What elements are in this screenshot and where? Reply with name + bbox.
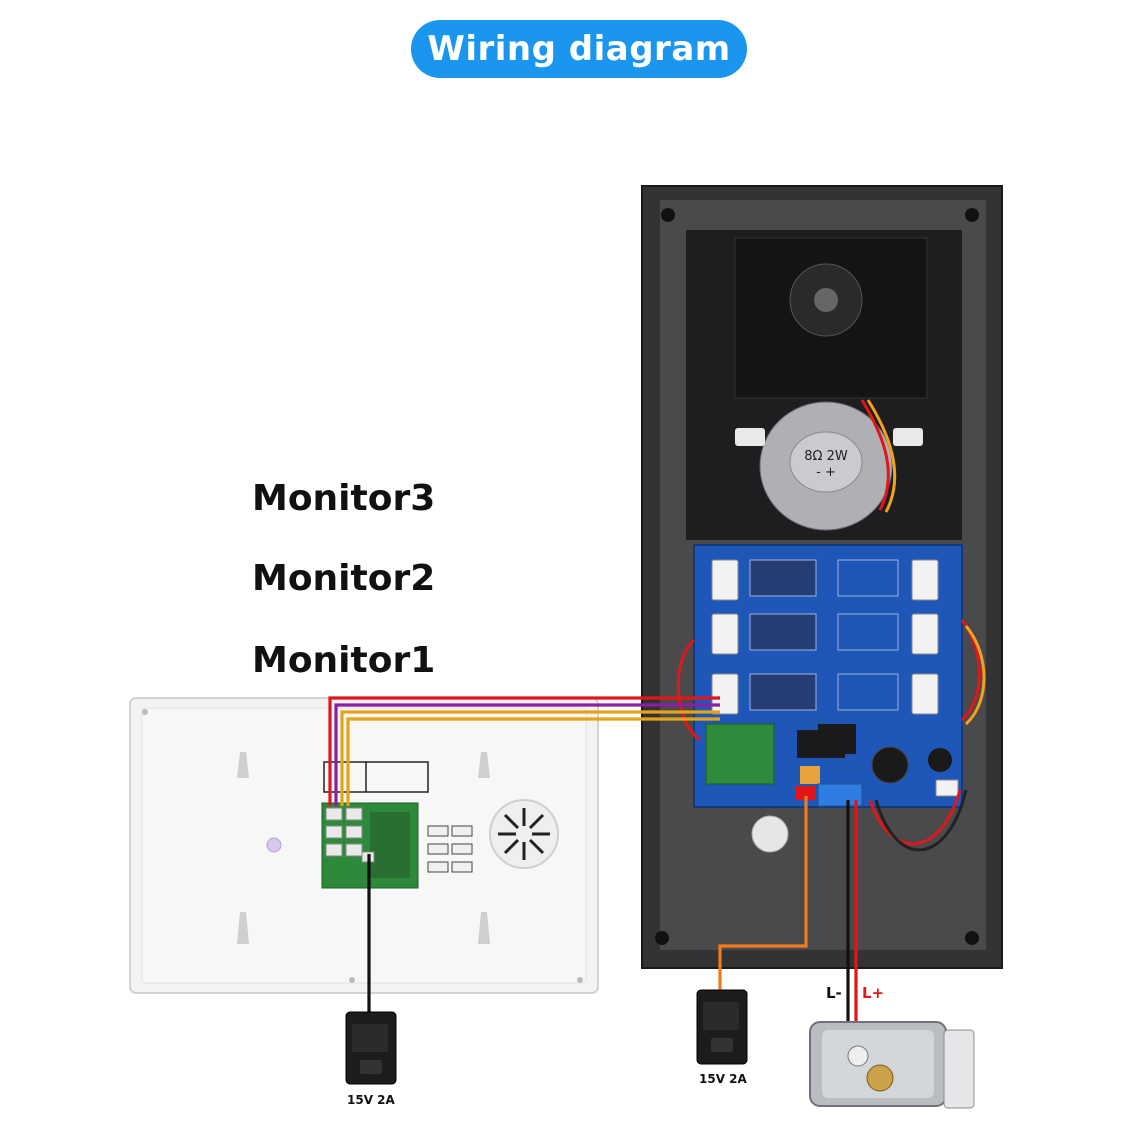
monitor-cables <box>328 696 720 806</box>
speaker-polarity: - + <box>816 465 836 480</box>
page-title: Wiring diagram <box>411 20 747 78</box>
door-power-cable <box>718 796 808 990</box>
monitor2-label: Monitor2 <box>252 558 436 599</box>
door-station: 8Ω 2W - + <box>641 185 1003 969</box>
monitor3-label: Monitor3 <box>252 478 436 519</box>
lock-negative-label: L- <box>826 984 842 1002</box>
power-adapter-icon <box>696 989 748 1065</box>
indoor-monitor <box>129 697 599 994</box>
lock-positive-label: L+ <box>862 984 885 1002</box>
power-adapter-icon <box>345 1011 397 1085</box>
door-power-label: 15V 2A <box>699 1072 747 1086</box>
door-lock-icon <box>809 1021 975 1109</box>
monitor1-label: Monitor1 <box>252 640 436 681</box>
monitor-power-label: 15V 2A <box>347 1093 395 1107</box>
speaker-rating: 8Ω 2W <box>804 449 848 464</box>
speaker-icon: 8Ω 2W - + <box>759 401 893 531</box>
